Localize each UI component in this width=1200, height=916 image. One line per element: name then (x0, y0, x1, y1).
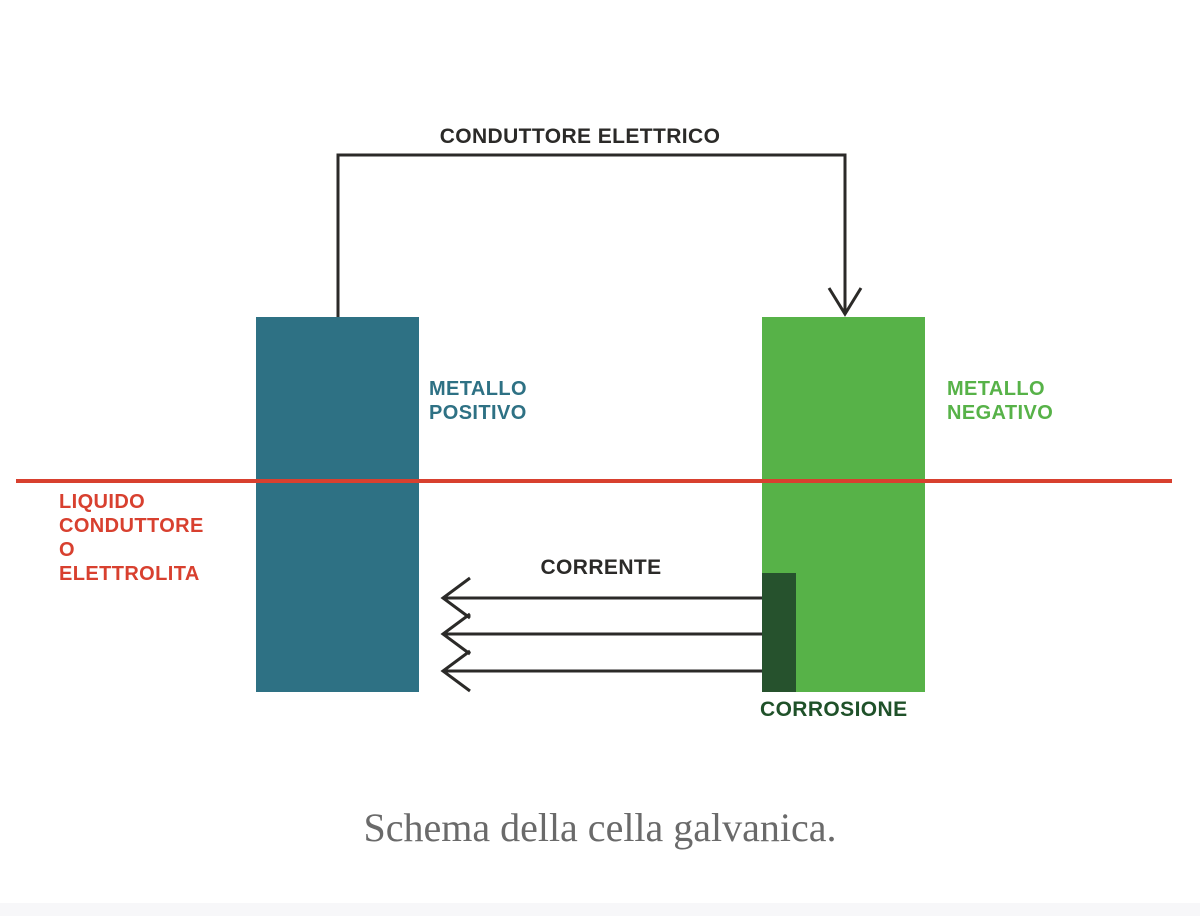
current-arrow-icon (440, 649, 764, 693)
current-arrow-icon (440, 576, 764, 620)
current-arrow-icon (440, 612, 764, 656)
conductor-wire (336, 153, 847, 317)
electrolyte-line3: O (59, 539, 75, 561)
electrolyte-line1: LIQUIDO (59, 491, 146, 513)
current-arrows-icon (440, 576, 764, 693)
electrolyte-label: LIQUIDO CONDUTTORE O ELETTROLITA (59, 490, 204, 586)
negative-metal-label: METALLO NEGATIVO (947, 377, 1053, 425)
current-label: CORRENTE (540, 556, 662, 579)
electrolyte-line (16, 479, 1172, 483)
caption: Schema della cella galvanica. (363, 805, 837, 850)
positive-metal-label: METALLO POSITIVO (429, 377, 527, 425)
page-bottom-strip (0, 903, 1200, 916)
positive-metal-line1: METALLO (429, 378, 527, 400)
negative-metal-line1: METALLO (947, 378, 1045, 400)
positive-metal-line2: POSITIVO (429, 402, 527, 424)
electrolyte-line2: CONDUTTORE (59, 515, 204, 537)
positive-electrode (256, 317, 419, 692)
negative-metal-line2: NEGATIVO (947, 402, 1054, 424)
conductor-label: CONDUTTORE ELETTRICO (439, 125, 721, 148)
corrosion-area (762, 573, 796, 692)
wire-down-arrow-icon (827, 287, 863, 317)
electrolyte-line4: ELETTROLITA (59, 563, 200, 585)
corrosion-label: CORROSIONE (760, 698, 908, 721)
